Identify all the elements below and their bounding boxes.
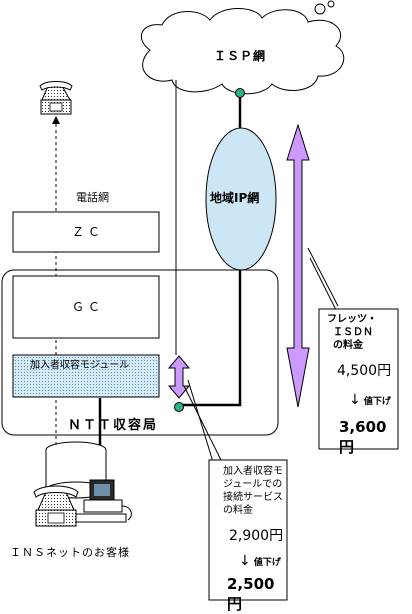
module-leader-2	[183, 385, 223, 463]
zc-label: ＺＣ	[72, 225, 105, 239]
module-title-line: 加入者収容モ	[223, 466, 283, 477]
module-discount: ↓ 値下げ	[211, 553, 285, 569]
telephone-network-label: 電話網	[76, 191, 109, 204]
phone-icon-customer	[33, 485, 79, 527]
flets-old-price: 4,500円	[337, 363, 392, 379]
zc-rect	[12, 211, 160, 253]
module-discount-label: 値下げ	[253, 558, 281, 568]
node-module	[174, 402, 184, 412]
flets-new-price: 3,600円	[339, 418, 387, 456]
flets-discount-label: 値下げ	[363, 397, 391, 407]
module-title-line: の料金	[223, 505, 253, 516]
gc-rect	[12, 275, 160, 339]
isp-cloud	[140, 0, 345, 95]
module-old-price: 2,900円	[229, 528, 284, 544]
ntt-office-box	[1, 269, 279, 436]
ntt-office-label: ＮＴＴ収容局	[68, 418, 159, 433]
gc-label: ＧＣ	[72, 300, 105, 314]
down-arrow-icon: ↓	[239, 553, 251, 569]
node-isp	[235, 88, 245, 98]
flets-title-line: フレッツ・	[327, 314, 377, 325]
module-callout-box	[208, 459, 288, 601]
module-new-price: 2,500円	[227, 575, 275, 613]
module-title-line: 接続サービス	[223, 492, 283, 503]
module-rect	[12, 354, 160, 398]
flets-double-arrow	[286, 123, 310, 408]
module-title-line: ジュールでの	[223, 479, 283, 490]
module-callout: 加入者収容モ ジュールでの 接続サービス の料金 2,900円 ↓ 値下げ 2,…	[211, 465, 285, 614]
flets-title-line: の料金	[333, 340, 363, 351]
oval-to-module-line	[180, 270, 242, 407]
flets-callout: フレッツ・ ＩＳＤＮ の料金 4,500円 ↓ 値下げ 3,600円	[321, 313, 396, 457]
computer-icon	[75, 479, 132, 523]
customer-label: ＩＮＳネットのお客様	[10, 546, 130, 559]
isp-network-label: ＩＳＰ網	[214, 49, 267, 63]
module-double-arrow	[167, 355, 191, 399]
subscriber-module-label: 加入者収容モジュール	[30, 360, 130, 371]
flets-title-line: ＩＳＤＮ	[333, 327, 373, 338]
module-leader	[187, 379, 214, 463]
flets-leader-2	[309, 257, 341, 319]
flets-leader	[307, 247, 339, 307]
flets-callout-box	[318, 308, 399, 450]
flets-discount: ↓ 値下げ	[321, 392, 396, 408]
phone-icon-top	[39, 81, 73, 115]
regional-ip-label: 地域IP網	[210, 191, 260, 205]
down-arrow-icon: ↓	[349, 392, 361, 408]
dashed-arrow-head	[52, 116, 60, 124]
